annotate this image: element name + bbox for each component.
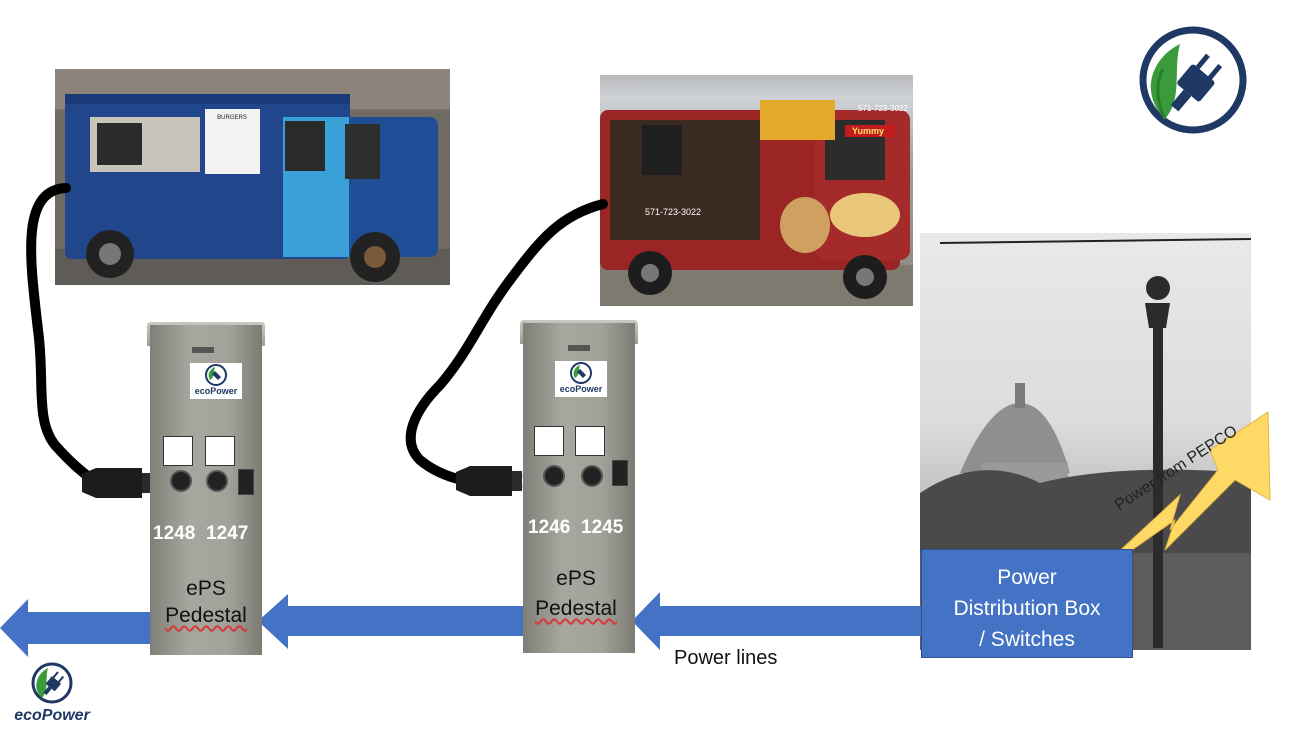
pedestal-1-eco-logo-icon xyxy=(205,364,227,386)
cable-truck2-to-pedestal2 xyxy=(405,199,608,485)
cable-truck1-to-pedestal1 xyxy=(26,183,95,483)
pedestal-1-label-line1: ePS xyxy=(186,577,226,600)
ecopower-logo-text: ecoPower xyxy=(14,707,90,724)
distribution-box-line1: Power xyxy=(997,566,1057,589)
burgers-sign: BURGERS xyxy=(217,115,247,121)
pedestal-2-brand-badge: ecoPower xyxy=(555,361,607,397)
pedestal-1-breaker-switch[interactable] xyxy=(238,469,254,495)
outlet-1248[interactable] xyxy=(170,470,192,492)
pedestal-2-breaker-switch[interactable] xyxy=(612,460,628,486)
pedestal-2-slot xyxy=(568,345,590,351)
pedestal-1-label-line2: Pedestal xyxy=(165,604,247,627)
pedestal-2-qr-code-1246[interactable] xyxy=(534,426,564,456)
power-arrow-left-3 xyxy=(632,592,921,650)
pedestal-2-brand-text: ecoPower xyxy=(559,384,603,394)
outlet-label-1245: 1245 xyxy=(581,517,624,538)
pedestal-2-qr-code-1245[interactable] xyxy=(575,426,605,456)
blue-food-truck-photo: BURGERS xyxy=(55,69,450,285)
power-lines-label: Power lines xyxy=(674,647,778,669)
outlet-label-1247: 1247 xyxy=(206,523,249,544)
pedestal-1-brand-badge: ecoPower xyxy=(190,363,242,399)
pedestal-1-qr-code-1248[interactable] xyxy=(163,436,193,466)
pedestal-1: ecoPower 1248 1247 ePS Pedestal xyxy=(150,325,262,655)
outlet-1246[interactable] xyxy=(543,465,565,487)
red-food-truck-illustration: 571-723-3022 Yummy 571-723-3022 xyxy=(600,100,913,306)
power-distribution-box: Power Distribution Box / Switches xyxy=(921,549,1133,658)
blue-food-truck-illustration: BURGERS xyxy=(55,69,450,285)
power-arrow-left-2 xyxy=(258,594,525,649)
pepco-lightning-bolt xyxy=(1085,411,1271,583)
pedestal-2-label-line2: Pedestal xyxy=(535,597,617,620)
red-food-truck-photo: 571-723-3022 Yummy 571-723-3022 xyxy=(600,75,913,306)
ecopower-logo-small: ecoPower xyxy=(6,661,98,731)
pedestal-2-label-line1: ePS xyxy=(556,567,596,590)
distribution-box-line3: / Switches xyxy=(979,628,1075,651)
pedestal-2: ecoPower 1246 1245 ePS Pedestal xyxy=(523,323,635,653)
plug-leaf-logo-icon xyxy=(1139,26,1247,134)
outlet-label-1246: 1246 xyxy=(528,517,571,538)
pedestal-1-slot xyxy=(192,347,214,353)
power-arrow-left-1 xyxy=(0,599,155,657)
truck-phone-top: 571-723-3022 xyxy=(858,104,908,113)
outlet-label-1248: 1248 xyxy=(153,523,196,544)
yummy-sign: Yummy xyxy=(852,126,884,136)
outlet-1245[interactable] xyxy=(581,465,603,487)
truck-phone-side: 571-723-3022 xyxy=(645,207,701,217)
outlet-1247[interactable] xyxy=(206,470,228,492)
pedestal-1-qr-code-1247[interactable] xyxy=(205,436,235,466)
plug-leaf-logo-small-icon xyxy=(31,662,73,704)
ecopower-logo-large xyxy=(1135,24,1251,136)
pedestal-2-eco-logo-icon xyxy=(570,362,592,384)
pedestal-1-brand-text: ecoPower xyxy=(194,386,238,396)
distribution-box-line2: Distribution Box xyxy=(953,597,1101,620)
